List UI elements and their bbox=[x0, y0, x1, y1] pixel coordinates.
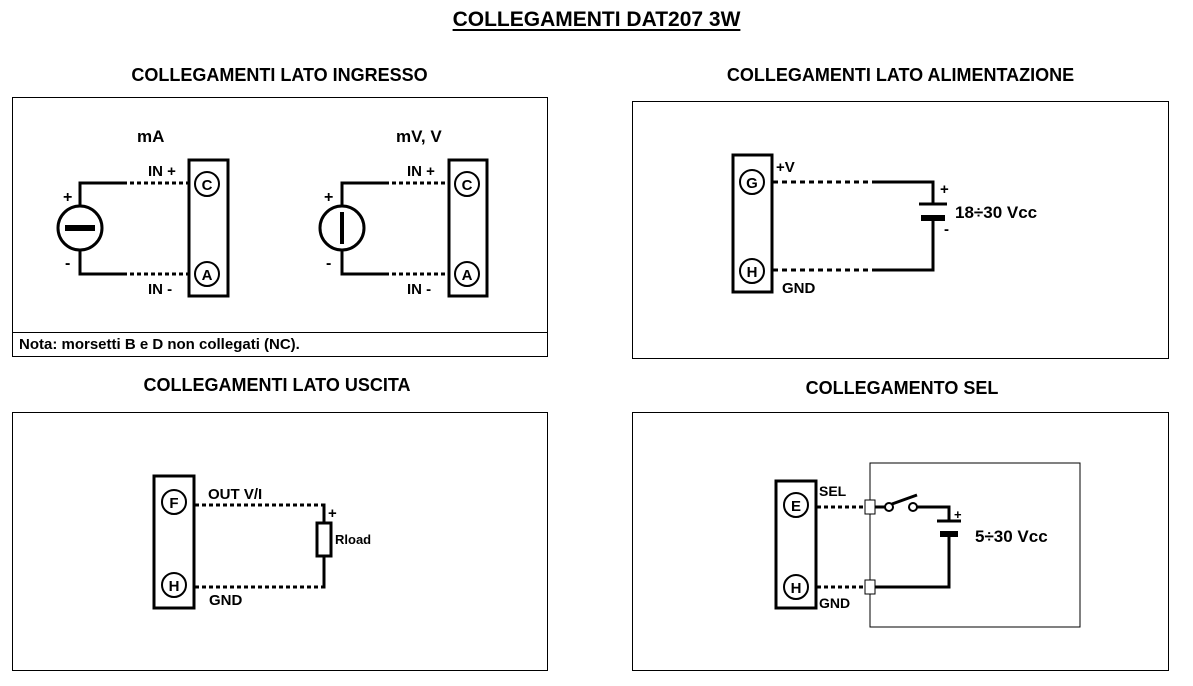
voltage-source-mvv bbox=[318, 204, 366, 252]
power-top-wire bbox=[873, 180, 935, 204]
ma-top-wire bbox=[78, 181, 123, 206]
sel-terminal-e bbox=[783, 492, 809, 518]
mvv-top-wire bbox=[340, 181, 385, 206]
sel-terminal-h-label: H bbox=[791, 580, 802, 597]
ma-in-minus-label: IN - bbox=[148, 281, 172, 298]
sel-terminal-e-label: E bbox=[791, 498, 801, 515]
output-terminal-h-label: H bbox=[169, 578, 180, 595]
battery-negative-plate bbox=[940, 531, 958, 537]
sel-diagram: E H + 5÷30 Vcc SEL GND bbox=[774, 462, 1081, 628]
battery-minus-sign: - bbox=[944, 221, 949, 238]
battery-negative-plate bbox=[921, 215, 945, 221]
mvv-terminal-a bbox=[454, 261, 480, 287]
sel-section-title: COLLEGAMENTO SEL bbox=[805, 378, 999, 398]
power-diagram: G H + - 18÷30 Vcc +V GND bbox=[731, 153, 1037, 297]
external-circuit-box bbox=[869, 462, 1081, 628]
power-terminal-g bbox=[739, 169, 765, 195]
input-panel: + - mA IN + IN - C A + - mV, V IN + IN - bbox=[12, 97, 548, 357]
power-section-title: COLLEGAMENTI LATO ALIMENTAZIONE bbox=[726, 65, 1075, 85]
output-terminal-f-label: F bbox=[169, 495, 178, 512]
output-terminal-f bbox=[161, 489, 187, 515]
rload-bottom-wire bbox=[322, 556, 326, 589]
battery-bottom-wire bbox=[875, 537, 951, 589]
output-terminal-h bbox=[161, 572, 187, 598]
battery-top-wire bbox=[917, 505, 951, 521]
ma-plus-sign: + bbox=[63, 189, 72, 206]
switch-contact-left bbox=[884, 502, 894, 512]
battery-5-30 bbox=[937, 519, 961, 537]
power-terminal-g-label: G bbox=[746, 175, 758, 192]
page-title: COLLEGAMENTI DAT207 3W bbox=[0, 8, 1193, 32]
mvv-in-minus-label: IN - bbox=[407, 281, 431, 298]
rload-plus-sign: + bbox=[328, 505, 337, 522]
mvv-label: mV, V bbox=[396, 127, 442, 146]
input-diagram: + - mA IN + IN - C A + - mV, V IN + IN - bbox=[56, 127, 489, 298]
sel-gnd-label: GND bbox=[819, 595, 850, 611]
sel-panel: E H + 5÷30 Vcc SEL GND bbox=[632, 412, 1169, 671]
ma-in-plus-label: IN + bbox=[148, 163, 176, 180]
sel-terminal-h bbox=[783, 574, 809, 600]
ma-terminal-c-label: C bbox=[202, 177, 213, 194]
mvv-terminal-c-label: C bbox=[462, 177, 473, 194]
page-title-text: COLLEGAMENTI DAT207 3W bbox=[452, 8, 741, 31]
mvv-terminal-c bbox=[454, 171, 480, 197]
ma-minus-sign: - bbox=[65, 255, 70, 272]
output-panel: F H + Rload OUT V/I GND bbox=[12, 412, 548, 671]
sel-connector-top bbox=[864, 499, 876, 515]
power-bottom-wire bbox=[873, 220, 935, 272]
output-section-title: COLLEGAMENTI LATO USCITA bbox=[143, 375, 411, 395]
sel-battery-plus-sign: + bbox=[954, 507, 962, 522]
sel-supply-label: 5÷30 Vcc bbox=[975, 527, 1048, 546]
rload-label: Rload bbox=[335, 532, 371, 547]
current-source-ma bbox=[56, 204, 104, 252]
ma-terminal-c bbox=[194, 171, 220, 197]
power-panel: G H + - 18÷30 Vcc +V GND bbox=[632, 101, 1169, 359]
ma-terminal-a-label: A bbox=[202, 267, 213, 284]
output-diagram: F H + Rload OUT V/I GND bbox=[152, 474, 371, 610]
switch-lever bbox=[891, 493, 918, 506]
rload-top-wire bbox=[322, 503, 326, 523]
mvv-minus-sign: - bbox=[326, 255, 331, 272]
power-gnd-label: GND bbox=[782, 280, 816, 297]
mvv-bottom-wire bbox=[340, 250, 385, 276]
input-note: Nota: morsetti B e D non collegati (NC). bbox=[13, 332, 547, 356]
battery-plus-sign: + bbox=[940, 181, 949, 198]
mvv-plus-sign: + bbox=[324, 189, 333, 206]
power-supply-label: 18÷30 Vcc bbox=[955, 203, 1037, 222]
switch bbox=[884, 493, 918, 512]
mvv-in-plus-label: IN + bbox=[407, 163, 435, 180]
rload-resistor bbox=[315, 521, 333, 558]
sel-connector-bottom bbox=[864, 579, 876, 595]
power-terminal-h-label: H bbox=[747, 264, 758, 281]
mvv-terminal-a-label: A bbox=[462, 267, 473, 284]
ma-label: mA bbox=[137, 127, 164, 146]
battery-18-30 bbox=[919, 202, 947, 221]
switch-contact-right bbox=[908, 502, 918, 512]
out-vi-label: OUT V/I bbox=[208, 486, 262, 503]
ma-terminal-a bbox=[194, 261, 220, 287]
ma-bottom-wire bbox=[78, 250, 123, 276]
sel-label: SEL bbox=[819, 483, 847, 499]
plus-v-label: +V bbox=[776, 159, 795, 176]
output-gnd-label: GND bbox=[209, 592, 243, 609]
input-section-title: COLLEGAMENTI LATO INGRESSO bbox=[131, 65, 428, 85]
power-terminal-h bbox=[739, 258, 765, 284]
